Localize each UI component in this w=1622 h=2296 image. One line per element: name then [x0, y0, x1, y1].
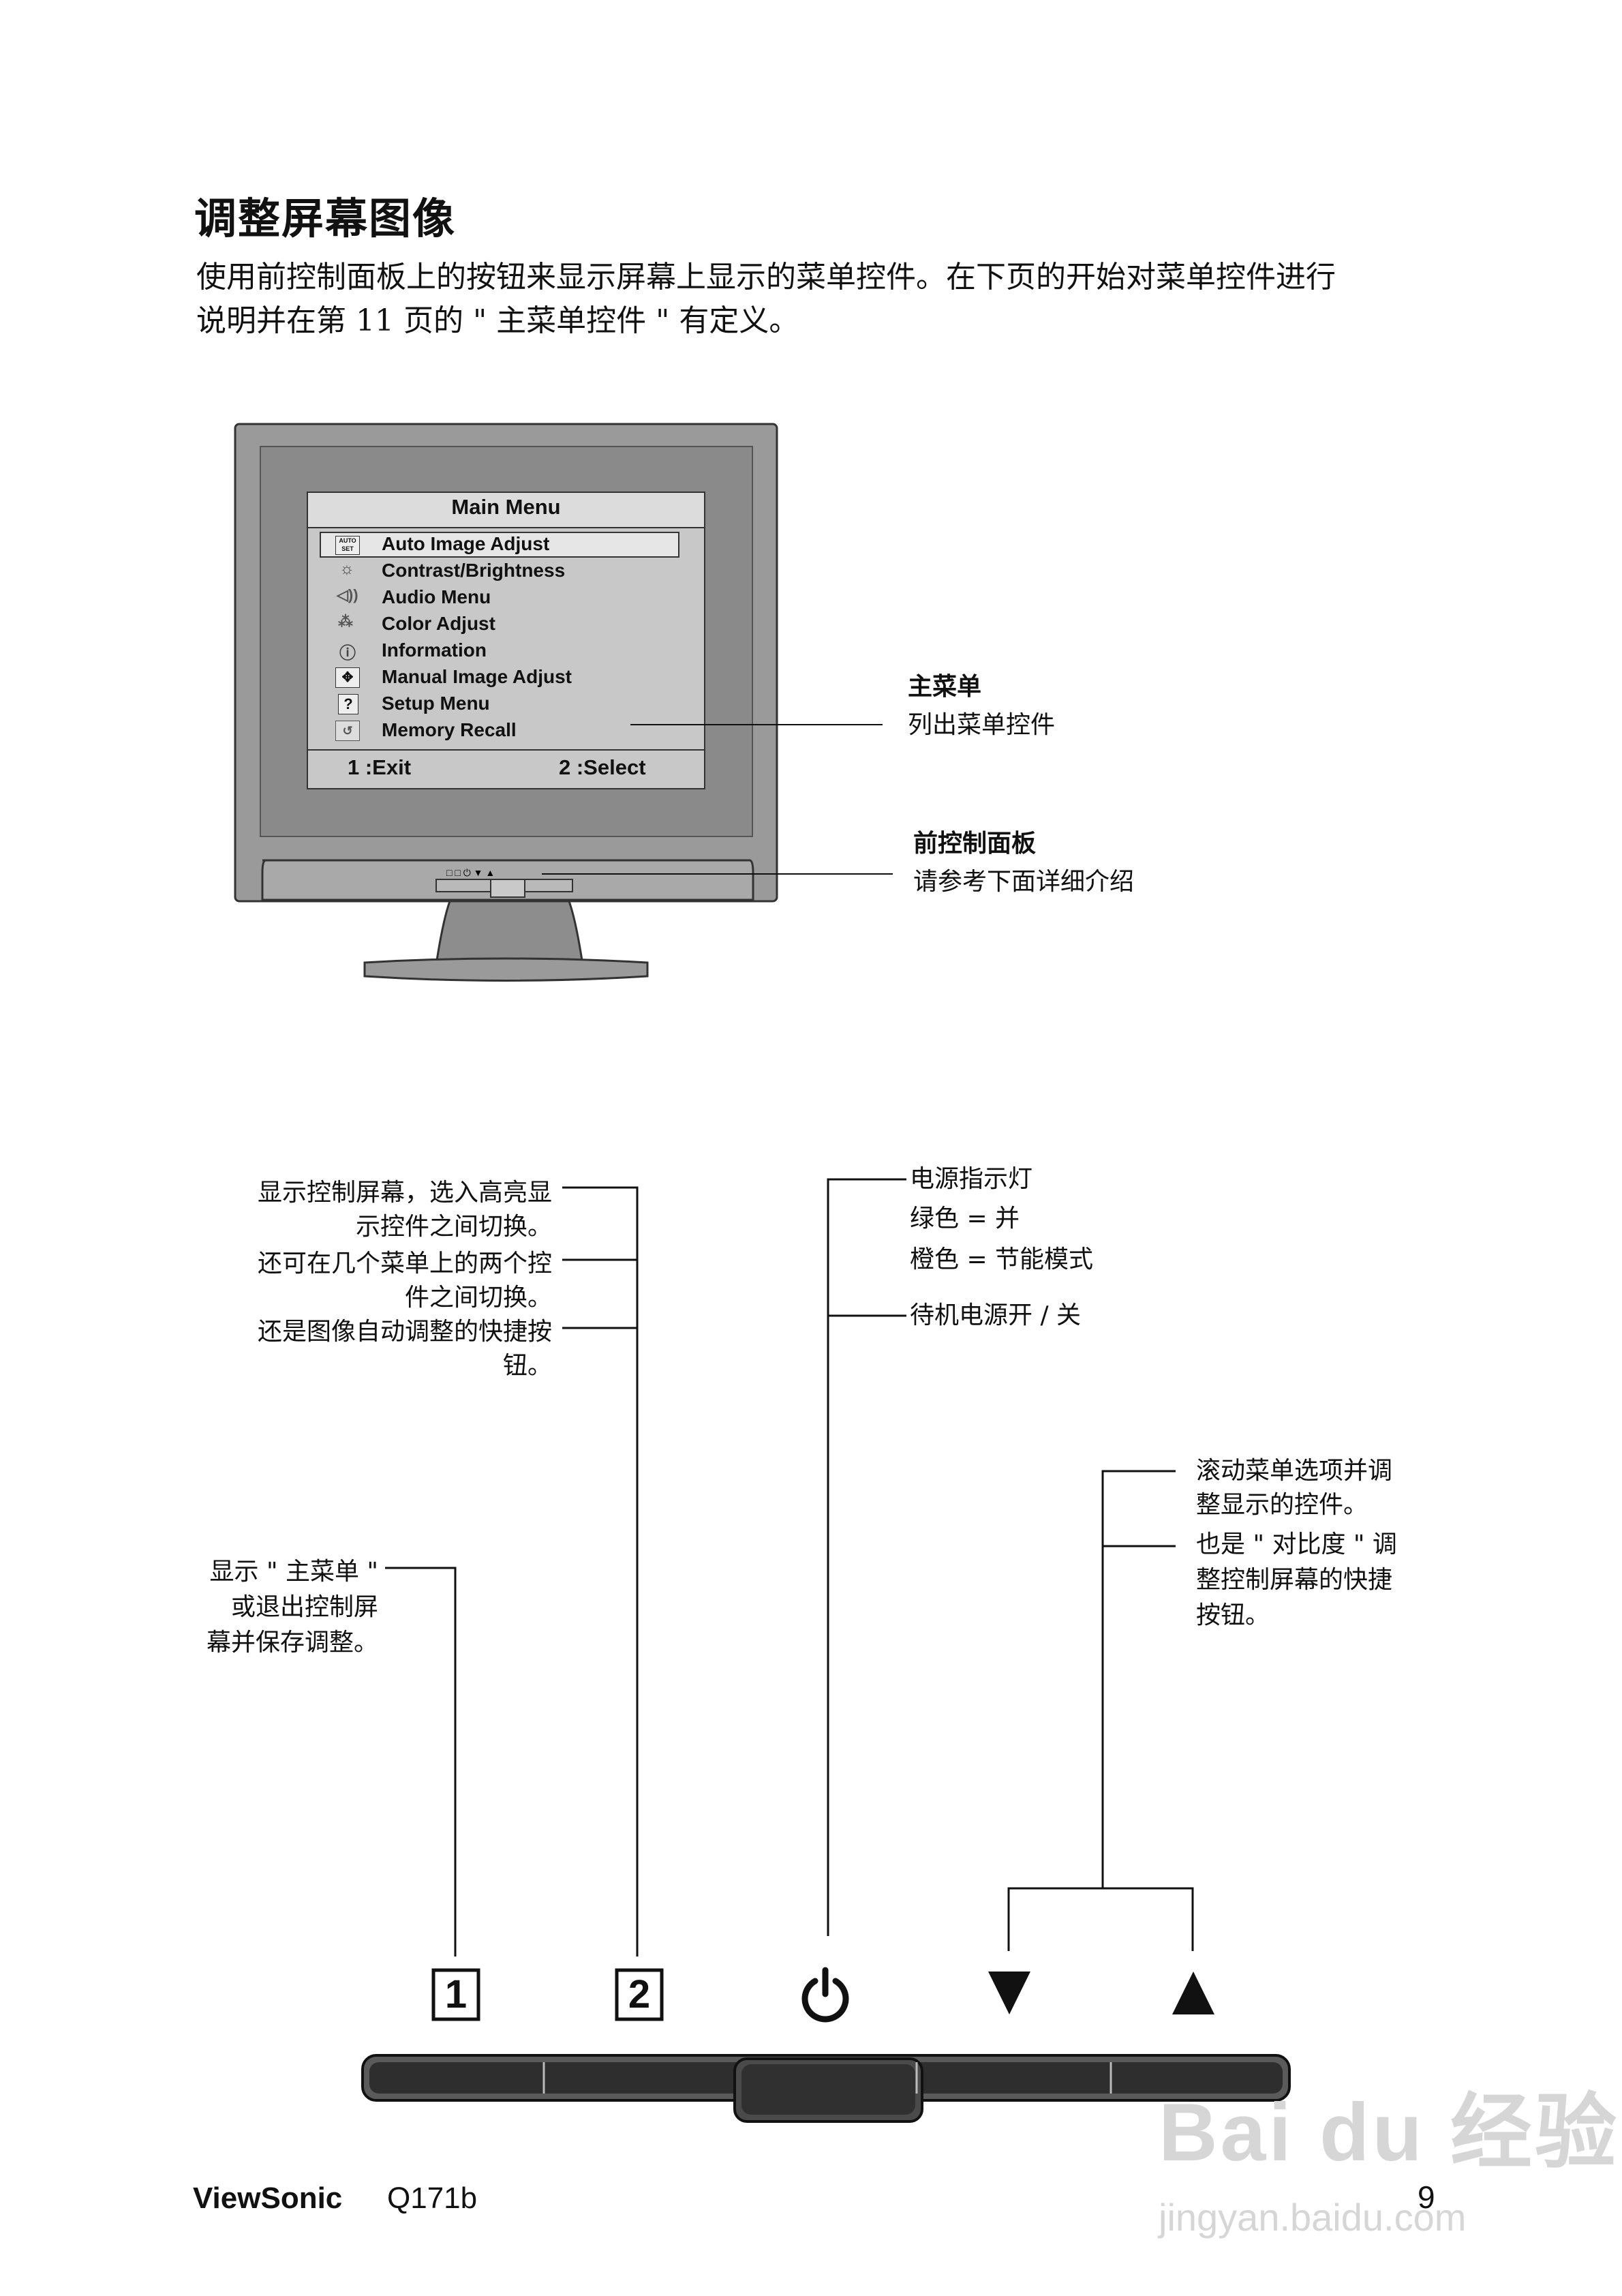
- osd-item-label: Memory Recall: [382, 719, 517, 740]
- osd-item-label: Information: [382, 639, 487, 661]
- osd-item-setup-menu[interactable]: ? Setup Menu: [327, 691, 682, 718]
- intro-paragraph: 使用前控制面板上的按钮来显示屏幕上显示的菜单控件。在下页的开始对菜单控件进行 说…: [196, 256, 1478, 343]
- osd-item-label: Auto Image Adjust: [382, 533, 550, 554]
- osd-item-audio-menu[interactable]: ◁)) Audio Menu: [327, 585, 682, 611]
- arrows-desc-a-line2: 整显示的控件。: [1196, 1491, 1368, 1519]
- arrows-desc-b-line2: 整控制屏幕的快捷: [1196, 1566, 1393, 1594]
- button-1-desc-line2: 或退出控制屏: [230, 1593, 378, 1621]
- button-1-box: [431, 1968, 480, 2021]
- main-menu-callout-desc: 列出菜单控件: [908, 711, 1056, 739]
- osd-item-manual-image-adjust[interactable]: ✥ Manual Image Adjust: [327, 665, 682, 691]
- osd-item-label: Setup Menu: [382, 693, 490, 714]
- button-2-desc-b-line1: 还可在几个菜单上的两个控: [257, 1250, 552, 1278]
- osd-item-label: Audio Menu: [382, 586, 491, 607]
- page-number: 9: [1418, 2179, 1435, 2215]
- osd-item-label: Contrast/Brightness: [382, 560, 566, 581]
- monitor-base: [363, 957, 649, 982]
- button-2-desc-a-line1: 显示控制屏幕，选入高亮显: [257, 1179, 552, 1207]
- osd-item-memory-recall[interactable]: ↺ Memory Recall: [327, 718, 682, 744]
- brightness-icon: ☼: [339, 560, 354, 578]
- intro-line-2: 说明并在第 11 页的 " 主菜单控件 " 有定义。: [196, 303, 799, 338]
- osd-item-contrast-brightness[interactable]: ☼ Contrast/Brightness: [327, 558, 682, 585]
- front-panel-callout-desc: 请参考下面详细介绍: [913, 868, 1135, 896]
- power-desc-line2: 绿色 = 并: [910, 1205, 1020, 1233]
- monitor-front-panel-buttons: □ □ ⏻ ▼ ▲: [435, 867, 573, 898]
- button-1[interactable]: 1: [444, 1972, 468, 2016]
- arrows-desc-b-line1: 也是 " 对比度 " 调: [1196, 1530, 1397, 1558]
- button-2-desc-a-line2: 示控件之间切换。: [355, 1213, 552, 1241]
- baidu-watermark: Bai du 经验: [1159, 2087, 1620, 2178]
- osd-select-hint: 2 :Select: [559, 755, 646, 779]
- footer-model: Q171b: [387, 2181, 478, 2215]
- osd-item-auto-image-adjust[interactable]: AUTO SET Auto Image Adjust: [327, 532, 682, 558]
- info-icon: ⓘ: [339, 644, 356, 663]
- button-1-desc-line1: 显示 " 主菜单 ": [209, 1558, 378, 1586]
- power-desc-line3: 橙色 = 节能模式: [910, 1245, 1094, 1273]
- intro-line-1: 使用前控制面板上的按钮来显示屏幕上显示的菜单控件。在下页的开始对菜单控件进行: [196, 260, 1336, 294]
- osd-exit-hint: 1 :Exit: [348, 755, 412, 779]
- move-arrows-icon: ✥: [335, 667, 360, 688]
- osd-item-label: Manual Image Adjust: [382, 666, 572, 687]
- button-1-desc-line3: 幕并保存调整。: [206, 1629, 378, 1657]
- arrows-desc-a-line1: 滚动菜单选项并调: [1196, 1457, 1393, 1485]
- page-title: 调整屏幕图像: [194, 194, 457, 243]
- osd-item-label: Color Adjust: [382, 613, 495, 634]
- osd-highlight: [320, 532, 679, 558]
- baidu-watermark-url: jingyan.baidu.com: [1159, 2196, 1467, 2239]
- power-button-icon: [801, 1967, 849, 2023]
- arrows-desc-b-line3: 按钮。: [1196, 1601, 1270, 1629]
- question-icon: ?: [338, 694, 358, 714]
- auto-set-icon: AUTO SET: [335, 536, 360, 555]
- main-menu-callout-title: 主菜单: [908, 673, 982, 701]
- footer-brand: ViewSonic: [193, 2181, 343, 2215]
- power-desc-line1: 电源指示灯: [910, 1165, 1033, 1193]
- speaker-icon: ◁)): [337, 586, 358, 603]
- front-panel-callout-title: 前控制面板: [913, 830, 1037, 858]
- power-desc-line4: 待机电源开 / 关: [910, 1301, 1082, 1329]
- down-arrow-button-icon: [988, 1972, 1030, 2014]
- button-2-desc-c-line2: 钮。: [502, 1352, 552, 1380]
- osd-item-color-adjust[interactable]: ⁂ Color Adjust: [327, 611, 682, 638]
- button-2-desc-c-line1: 还是图像自动调整的快捷按: [257, 1318, 552, 1346]
- osd-item-information[interactable]: ⓘ Information: [327, 638, 682, 665]
- button-2-box: [615, 1968, 664, 2021]
- osd-title: Main Menu: [451, 495, 561, 519]
- button-2[interactable]: 2: [628, 1972, 651, 2016]
- recall-icon: ↺: [335, 721, 360, 741]
- button-2-desc-b-line2: 件之间切换。: [404, 1284, 552, 1312]
- palette-icon: ⁂: [338, 613, 353, 630]
- up-arrow-button-icon: [1172, 1972, 1214, 2014]
- svg-text:□ □ ⏻ ▼ ▲: □ □ ⏻ ▼ ▲: [446, 867, 495, 878]
